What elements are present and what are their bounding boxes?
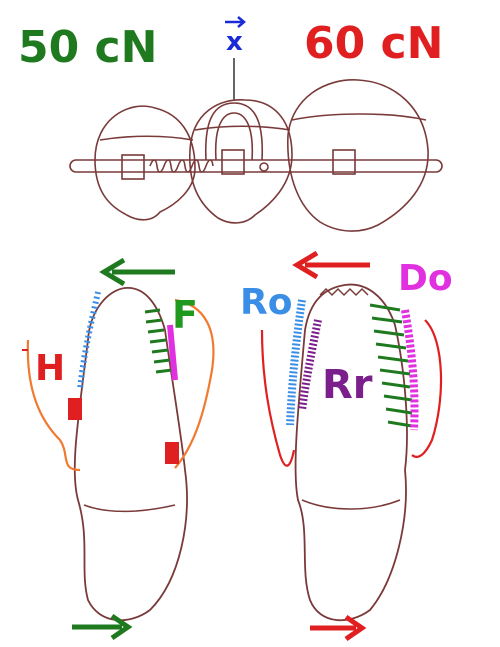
force-label-right: 60 cN bbox=[304, 18, 443, 69]
arrow-left-red-icon bbox=[292, 250, 370, 280]
arrow-right-red-icon bbox=[310, 614, 367, 642]
left-tooth-root bbox=[22, 287, 215, 622]
vector-x-label: x bbox=[225, 16, 246, 57]
arrow-right-green-icon bbox=[72, 613, 133, 641]
label-do: Do bbox=[398, 258, 453, 299]
label-h: H bbox=[35, 348, 65, 389]
arrow-left-green-icon bbox=[99, 257, 175, 287]
svg-text:x: x bbox=[226, 27, 243, 57]
label-ro: Ro bbox=[240, 282, 292, 323]
force-label-left: 50 cN bbox=[18, 22, 157, 73]
bracket-assembly bbox=[69, 79, 443, 232]
right-tooth-root bbox=[260, 283, 443, 622]
label-f: F bbox=[172, 293, 198, 337]
label-rr: Rr bbox=[322, 362, 373, 408]
